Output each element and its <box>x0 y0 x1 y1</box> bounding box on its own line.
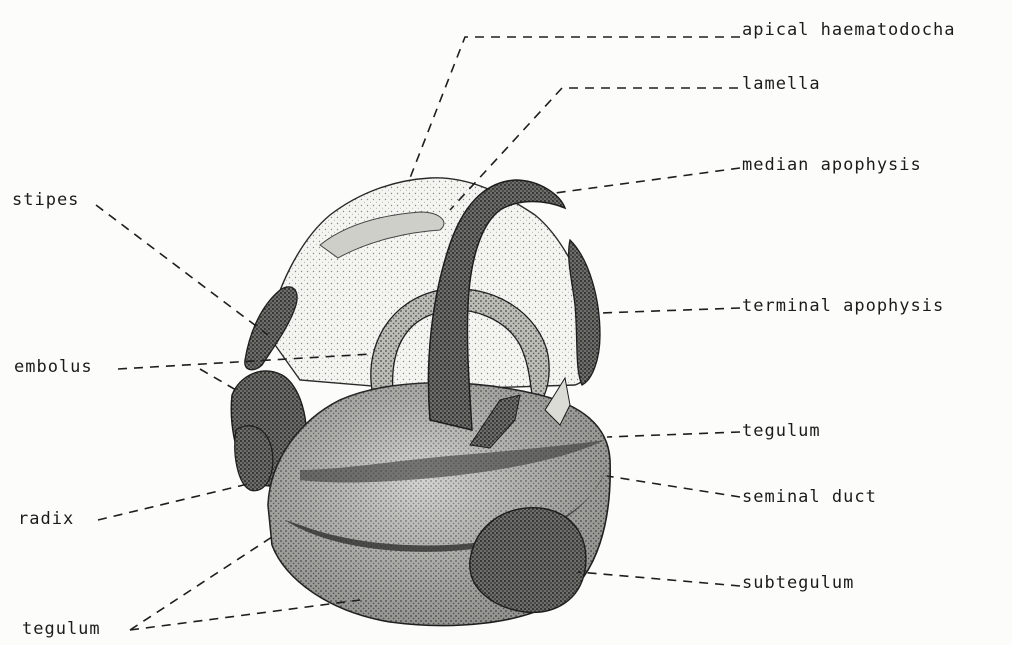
leader-median-apophysis <box>555 168 740 193</box>
leader-subtegulum <box>578 572 740 586</box>
label-radix: radix <box>18 509 74 529</box>
leader-terminal-apophysis <box>600 308 740 313</box>
leader-stipes <box>96 205 268 335</box>
leader-embolus-2 <box>200 369 236 390</box>
leader-radix <box>98 483 252 520</box>
label-tegulum-bottom: tegulum <box>22 619 101 639</box>
leader-tegulum-bottom-2 <box>130 600 360 630</box>
label-median-apophysis: median apophysis <box>742 155 922 175</box>
label-subtegulum: subtegulum <box>742 573 854 593</box>
leader-apical-haematodocha <box>410 37 740 178</box>
label-apical-haematodocha: apical haematodocha <box>742 20 955 40</box>
leader-tegulum-right <box>607 432 740 437</box>
label-seminal-duct: seminal duct <box>742 487 877 507</box>
label-embolus: embolus <box>14 357 93 377</box>
leader-seminal-duct <box>607 476 740 497</box>
label-terminal-apophysis: terminal apophysis <box>742 296 944 316</box>
leader-tegulum-bottom-1 <box>130 535 275 630</box>
label-stipes: stipes <box>12 190 79 210</box>
label-lamella: lamella <box>742 74 821 94</box>
label-tegulum-right: tegulum <box>742 421 821 441</box>
